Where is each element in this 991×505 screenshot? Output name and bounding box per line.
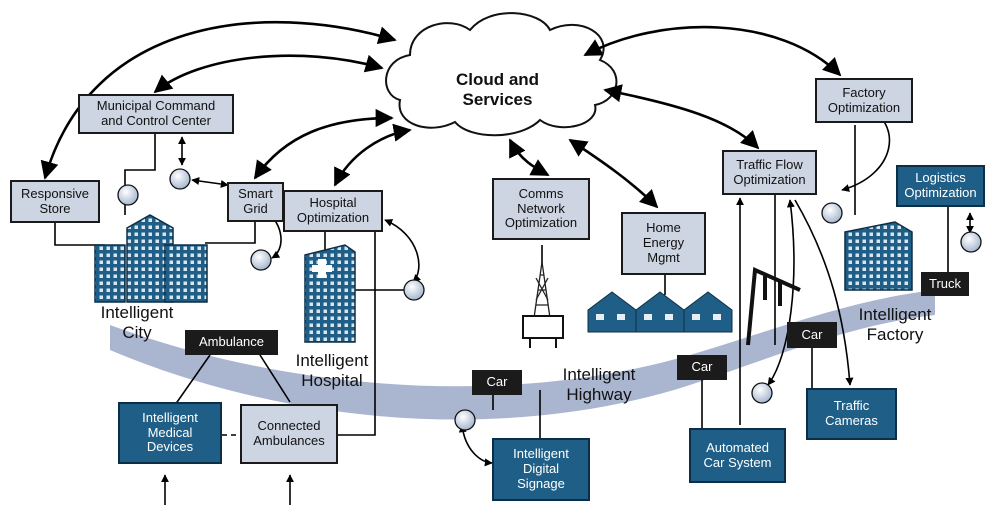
- intelligent-factory-label: Intelligent Factory: [858, 304, 932, 344]
- factory-building: [844, 221, 913, 291]
- factory-optimization-box[interactable]: Factory Optimization: [815, 78, 913, 123]
- sensor-dot: [117, 184, 139, 206]
- line-hospital-right: [338, 232, 376, 436]
- intelligent-city-label: Intelligent City: [100, 303, 174, 342]
- car-box[interactable]: Car: [677, 355, 727, 380]
- line-store: [54, 222, 105, 246]
- connected-ambulances-box[interactable]: Connected Ambulances: [240, 404, 338, 464]
- line-smartgrid: [205, 222, 256, 244]
- city-building-left: [94, 244, 126, 303]
- municipal-command-center-box[interactable]: Municipal Command and Control Center: [78, 94, 234, 134]
- car-box[interactable]: Car: [472, 370, 522, 395]
- arrow-cloud-traffic: [603, 84, 760, 150]
- sensor-dot: [169, 168, 191, 190]
- arrow-cloud-comms: [508, 138, 550, 177]
- traffic-pole: [746, 267, 801, 346]
- comms-network-optimization-box[interactable]: Comms Network Optimization: [492, 178, 590, 240]
- highway-band: [110, 290, 935, 420]
- sensor-dot: [403, 279, 425, 301]
- house: [587, 291, 637, 333]
- line-grid-dot: [191, 177, 229, 188]
- line-ambulance-medical: [174, 354, 211, 406]
- sensor-dot: [751, 382, 773, 404]
- line-traffic-cams: [794, 199, 854, 386]
- cloud-label: Cloud and Services: [455, 70, 540, 109]
- arrow-cloud-home: [568, 138, 659, 209]
- line-signage-dot: [458, 424, 493, 467]
- arrow-cloud-smartgrid: [253, 108, 394, 180]
- comms-tower: [533, 261, 551, 319]
- house: [635, 291, 685, 333]
- hospital-optimization-box[interactable]: Hospital Optimization: [283, 190, 383, 232]
- arrow-cloud-store: [40, 20, 397, 180]
- smart-grid-box[interactable]: Smart Grid: [227, 182, 284, 222]
- intelligent-digital-signage-box[interactable]: Intelligent Digital Signage: [492, 438, 590, 501]
- traffic-flow-optimization-box[interactable]: Traffic Flow Optimization: [722, 150, 817, 195]
- logistics-optimization-box[interactable]: Logistics Optimization: [896, 165, 985, 207]
- ambulance-box[interactable]: Ambulance: [185, 330, 278, 355]
- truck-box[interactable]: Truck: [921, 272, 969, 296]
- arrow-cloud-hospital: [333, 123, 412, 187]
- city-building-right: [164, 244, 208, 303]
- house: [683, 291, 733, 333]
- sensor-dot: [454, 409, 476, 431]
- intelligent-medical-devices-box[interactable]: Intelligent Medical Devices: [118, 402, 222, 464]
- intelligent-highway-label: Intelligent Highway: [562, 364, 636, 404]
- sensor-dot: [250, 249, 272, 271]
- toll-box: [522, 315, 564, 339]
- automated-car-system-box[interactable]: Automated Car System: [689, 428, 786, 483]
- line-traffic-dot: [767, 199, 795, 386]
- sensor-dot: [960, 231, 982, 253]
- line-hospital-dot2: [384, 219, 421, 283]
- arrow-cloud-municipal: [153, 54, 384, 94]
- traffic-cameras-box[interactable]: Traffic Cameras: [806, 388, 897, 440]
- hospital-building: [304, 244, 356, 343]
- intelligent-hospital-label: Intelligent Hospital: [295, 350, 369, 390]
- home-energy-mgmt-box[interactable]: Home Energy Mgmt: [621, 212, 706, 275]
- arrow-cloud-factory: [583, 25, 842, 77]
- line-ambulance-connected: [259, 354, 291, 403]
- car-box[interactable]: Car: [787, 322, 837, 348]
- responsive-store-box[interactable]: Responsive Store: [10, 180, 100, 223]
- sensor-dot: [821, 202, 843, 224]
